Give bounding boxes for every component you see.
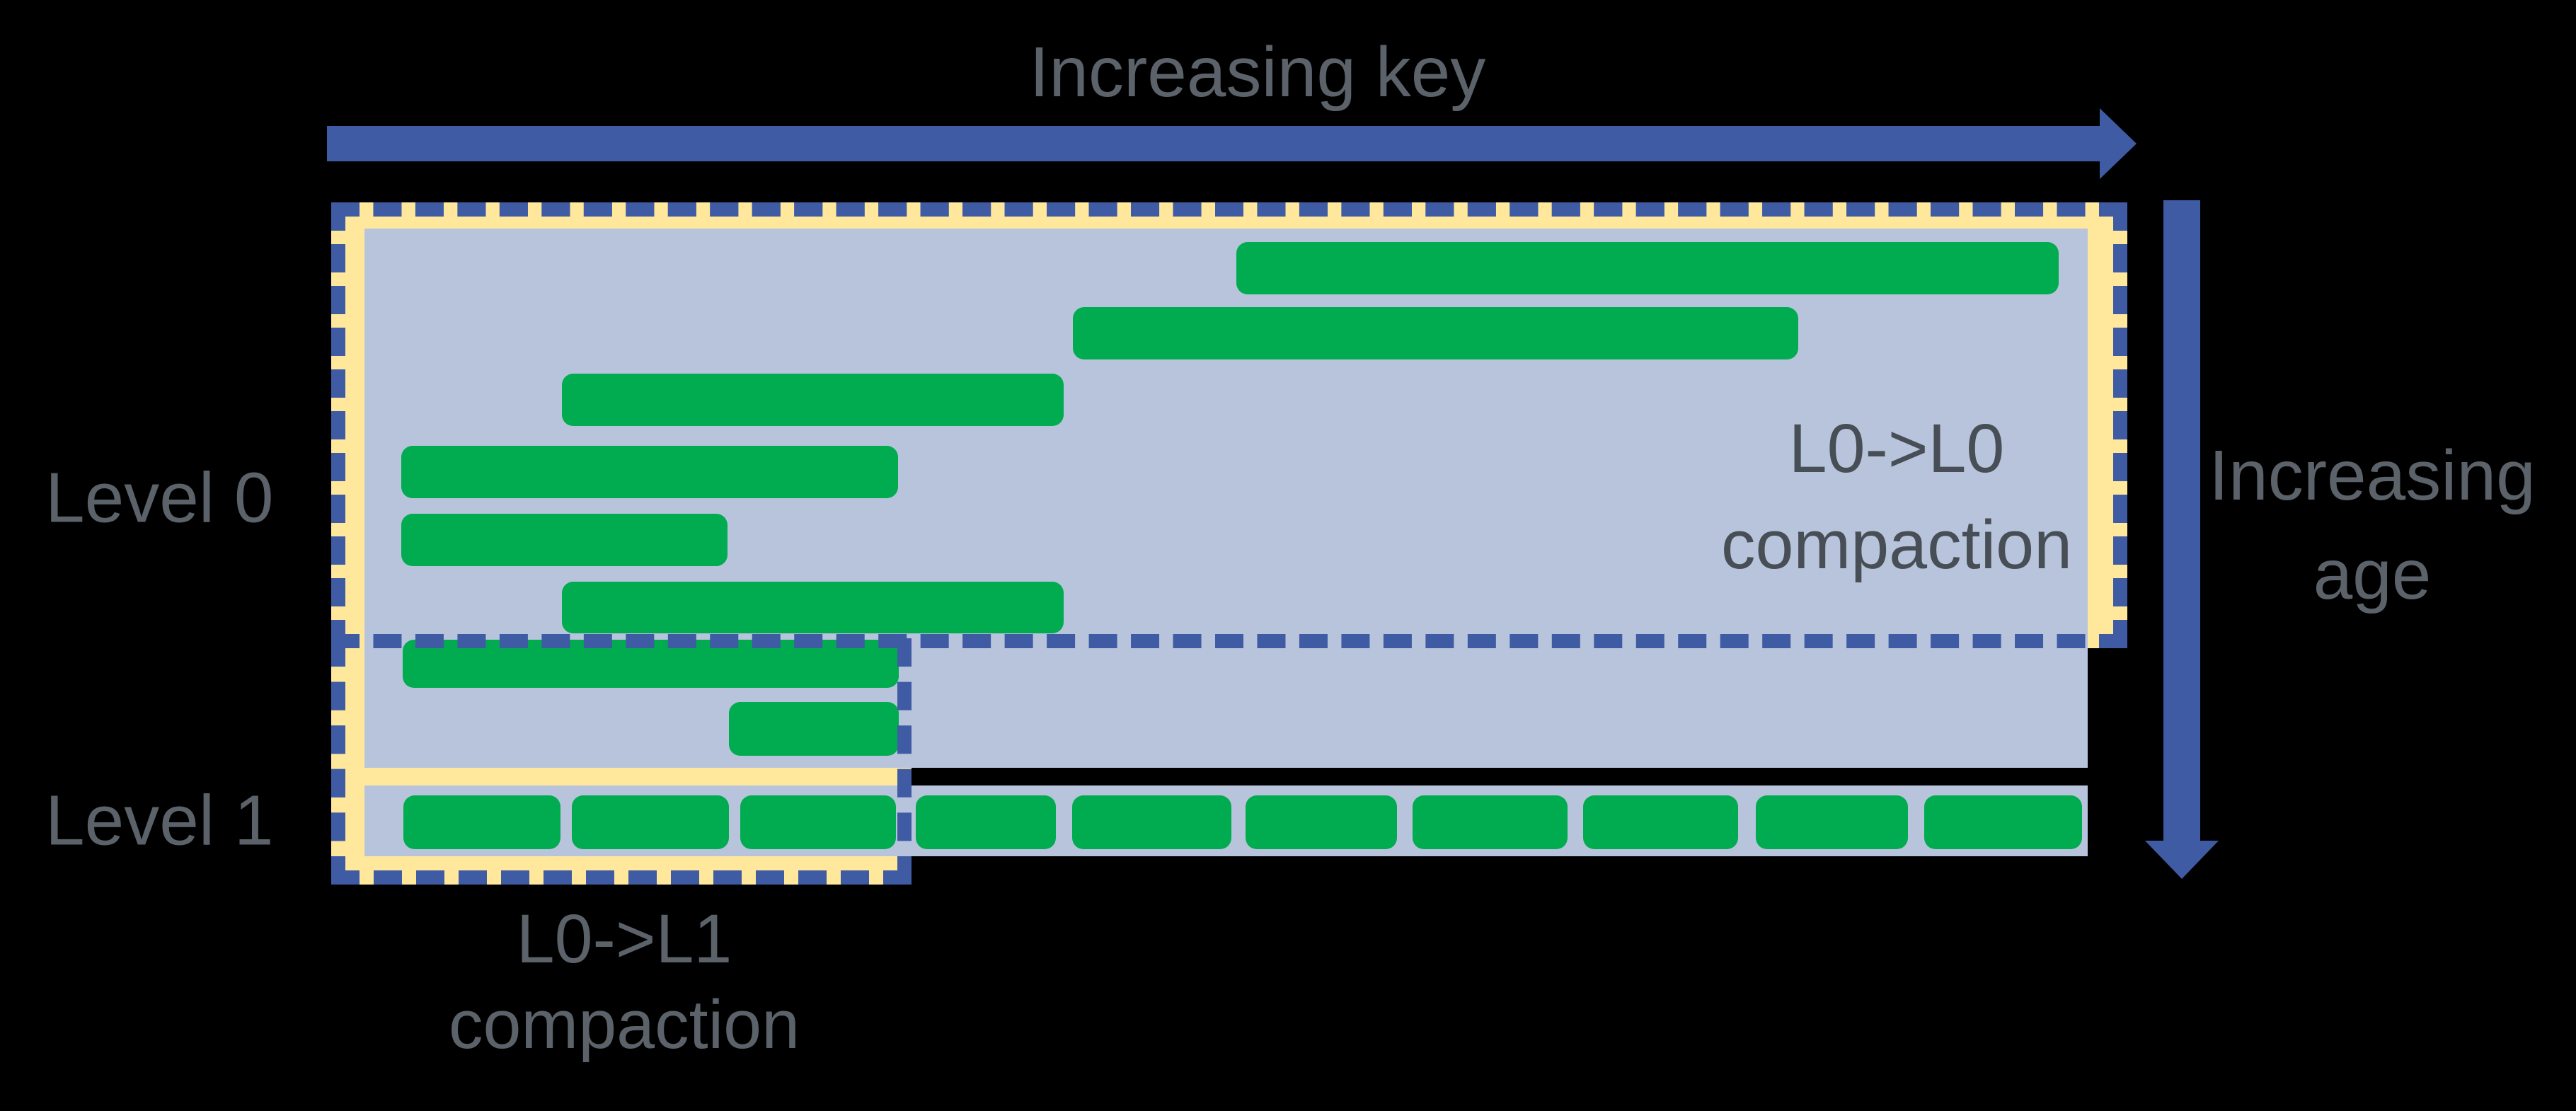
l0-l1-compaction-dashed-border <box>331 638 912 885</box>
l0-l0-compaction-label: L0->L0 compaction <box>1721 401 2072 593</box>
level1-sstable-segment-6 <box>1246 795 1397 849</box>
l0-l1-compaction-label: L0->L1 compaction <box>449 896 800 1068</box>
l0-l1-compaction-label-line1: L0->L1 <box>516 899 732 977</box>
level1-sstable-segment-8 <box>1583 795 1738 849</box>
level0-sstable-bar-3 <box>562 374 1064 426</box>
level1-sstable-segment-2 <box>572 795 729 849</box>
level0-sstable-bar-8 <box>729 702 899 756</box>
level0-sstable-bar-2 <box>1073 307 1798 359</box>
level1-sstable-segment-5 <box>1072 795 1231 849</box>
increasing-age-arrowhead-icon <box>2145 841 2219 879</box>
l0-l0-compaction-label-line1: L0->L0 <box>1788 410 2005 488</box>
increasing-age-label: Increasing age <box>2209 426 2535 624</box>
level1-sstable-segment-1 <box>403 795 560 849</box>
level1-sstable-segment-4 <box>916 795 1056 849</box>
l0-l0-compaction-dashed-border <box>331 202 2127 648</box>
level1-sstable-segment-9 <box>1756 795 1908 849</box>
increasing-key-label: Increasing key <box>1029 33 1486 112</box>
level0-sstable-bar-1 <box>1236 242 2059 294</box>
increasing-age-label-line1: Increasing <box>2209 436 2536 515</box>
increasing-key-arrowhead-icon <box>2100 108 2137 179</box>
level0-label: Level 0 <box>45 458 274 538</box>
level1-sstable-segment-3 <box>740 795 896 849</box>
increasing-key-arrow <box>327 126 2100 161</box>
level1-sstable-segment-7 <box>1413 795 1568 849</box>
increasing-age-arrow <box>2163 200 2200 841</box>
l0-l1-compaction-label-line2: compaction <box>448 986 800 1063</box>
level1-label: Level 1 <box>45 781 274 860</box>
level0-sstable-bar-4 <box>401 446 898 498</box>
level0-sstable-bar-5 <box>401 514 728 566</box>
increasing-age-label-line2: age <box>2313 535 2432 614</box>
level1-sstable-segment-10 <box>1924 795 2082 849</box>
l0-l0-compaction-label-line2: compaction <box>1720 506 2073 583</box>
level0-sstable-bar-6 <box>562 582 1064 633</box>
